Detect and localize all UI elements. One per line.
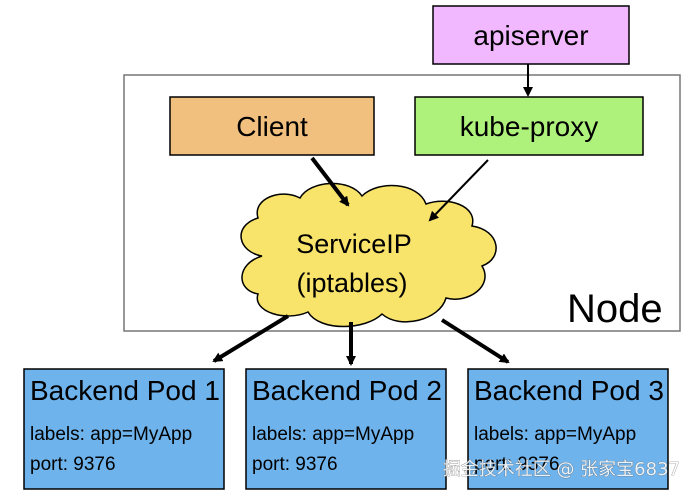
backend-pod-1-title: Backend Pod 1 [30,375,220,406]
kube-proxy-label: kube-proxy [460,111,599,142]
node-boundary [123,74,681,332]
backend-pod-1-labels: labels: app=MyApp [30,424,192,445]
backend-pod-3-title: Backend Pod 3 [474,375,664,406]
watermark: 掘金技术社区 @ 张家宝6837 [443,459,680,480]
backend-pod-2-title: Backend Pod 2 [252,375,442,406]
backend-pod-2-labels: labels: app=MyApp [252,424,414,445]
backend-pod-1-port: port: 9376 [30,454,116,475]
arrow-kube-proxy-to-serviceip [428,159,489,222]
arrow-serviceip-to-pod3 [440,318,510,364]
client-label: Client [236,111,308,142]
node-label: Node [567,287,663,331]
backend-pod-2-box [245,368,447,490]
backend-pod-3-port: port: 9376 [474,454,560,475]
backend-pod-3-box [467,368,669,490]
client-box [169,96,375,156]
kube-proxy-box [414,96,644,156]
apiserver-label: apiserver [473,20,588,51]
apiserver-box [432,5,630,65]
iptables-label: (iptables) [296,268,407,298]
arrow-client-to-serviceip [310,156,350,207]
backend-pod-1-box [23,368,225,490]
arrow-serviceip-to-pod1 [212,314,290,363]
backend-pod-3-labels: labels: app=MyApp [474,424,636,445]
service-ip-label: ServiceIP [296,229,412,259]
backend-pod-2-port: port: 9376 [252,454,338,475]
